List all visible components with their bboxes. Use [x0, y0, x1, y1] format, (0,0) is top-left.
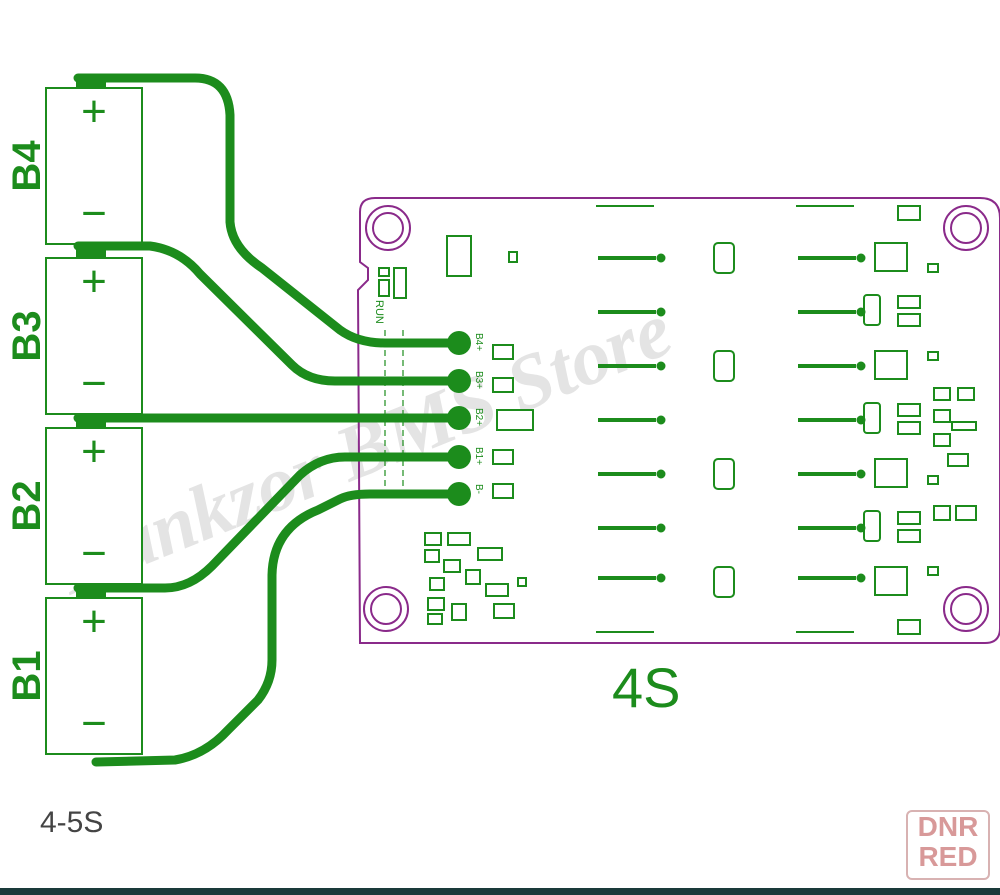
pad-label: B- — [473, 484, 484, 494]
trace-b4-plus — [73, 73, 463, 348]
solder-pad-b1plus — [447, 445, 471, 469]
mosfet-lead-dot — [656, 415, 666, 425]
plus-sign: + — [81, 597, 107, 646]
solder-pad-b2plus — [447, 406, 471, 430]
plus-sign: + — [81, 257, 107, 306]
cell-label: B4 — [5, 140, 49, 192]
mosfet-lead-dot — [656, 361, 666, 371]
mosfet-lead-dot — [656, 523, 666, 533]
mosfet-lead-dot — [656, 253, 666, 263]
minus-sign: − — [81, 189, 107, 238]
wiring-traces — [73, 73, 463, 767]
plus-sign: + — [81, 427, 107, 476]
corner-badge: DNR RED — [906, 810, 990, 880]
badge-line-2: RED — [918, 841, 978, 872]
mounting-hole-top-right — [943, 205, 989, 251]
pad-label: B3+ — [473, 371, 484, 389]
plus-sign: + — [81, 87, 107, 136]
badge-line-1: DNR — [917, 811, 979, 842]
run-label: RUN — [373, 300, 385, 324]
mounting-hole-top-left — [365, 205, 411, 251]
battery-cell-b1: + −B1 — [5, 586, 143, 755]
pcb-components — [378, 205, 977, 635]
solder-pad-b4plus — [447, 331, 471, 355]
mosfet-lead-dot — [656, 307, 666, 317]
battery-body — [45, 257, 143, 415]
cell-label: B1 — [5, 650, 49, 701]
trace-b3-plus — [73, 241, 463, 386]
pad-label: B4+ — [473, 333, 484, 351]
solder-pad-b3plus — [447, 369, 471, 393]
mounting-hole-bottom-right — [943, 586, 989, 632]
mounting-hole-bottom-left — [363, 586, 409, 632]
battery-cell-b2: + −B2 — [5, 416, 143, 585]
cell-label: B2 — [5, 480, 49, 531]
mosfet-lead-dot — [856, 573, 866, 583]
cell-label: B3 — [5, 310, 49, 361]
mosfet-lead-dot — [856, 361, 866, 371]
trace-b-minus — [91, 489, 463, 767]
pcb-board — [356, 197, 1000, 644]
pad-label: B1+ — [473, 447, 484, 465]
solder-pad-bminus — [447, 482, 471, 506]
mosfet-lead-dot — [856, 469, 866, 479]
caption-text: 4-5S — [40, 806, 104, 839]
trace-b1-plus — [73, 452, 463, 593]
bottom-bar — [0, 888, 1000, 895]
mosfet-lead-dot — [656, 573, 666, 583]
pad-label: B2+ — [473, 408, 484, 426]
minus-sign: − — [81, 529, 107, 578]
minus-sign: − — [81, 699, 107, 748]
mosfet-lead-dot — [856, 253, 866, 263]
battery-cell-b3: + −B3 — [5, 246, 143, 415]
minus-sign: − — [81, 359, 107, 408]
board-label-4s: 4S — [612, 656, 681, 719]
battery-cell-b4: + −B4 — [5, 76, 143, 245]
mosfet-lead-dot — [656, 469, 666, 479]
